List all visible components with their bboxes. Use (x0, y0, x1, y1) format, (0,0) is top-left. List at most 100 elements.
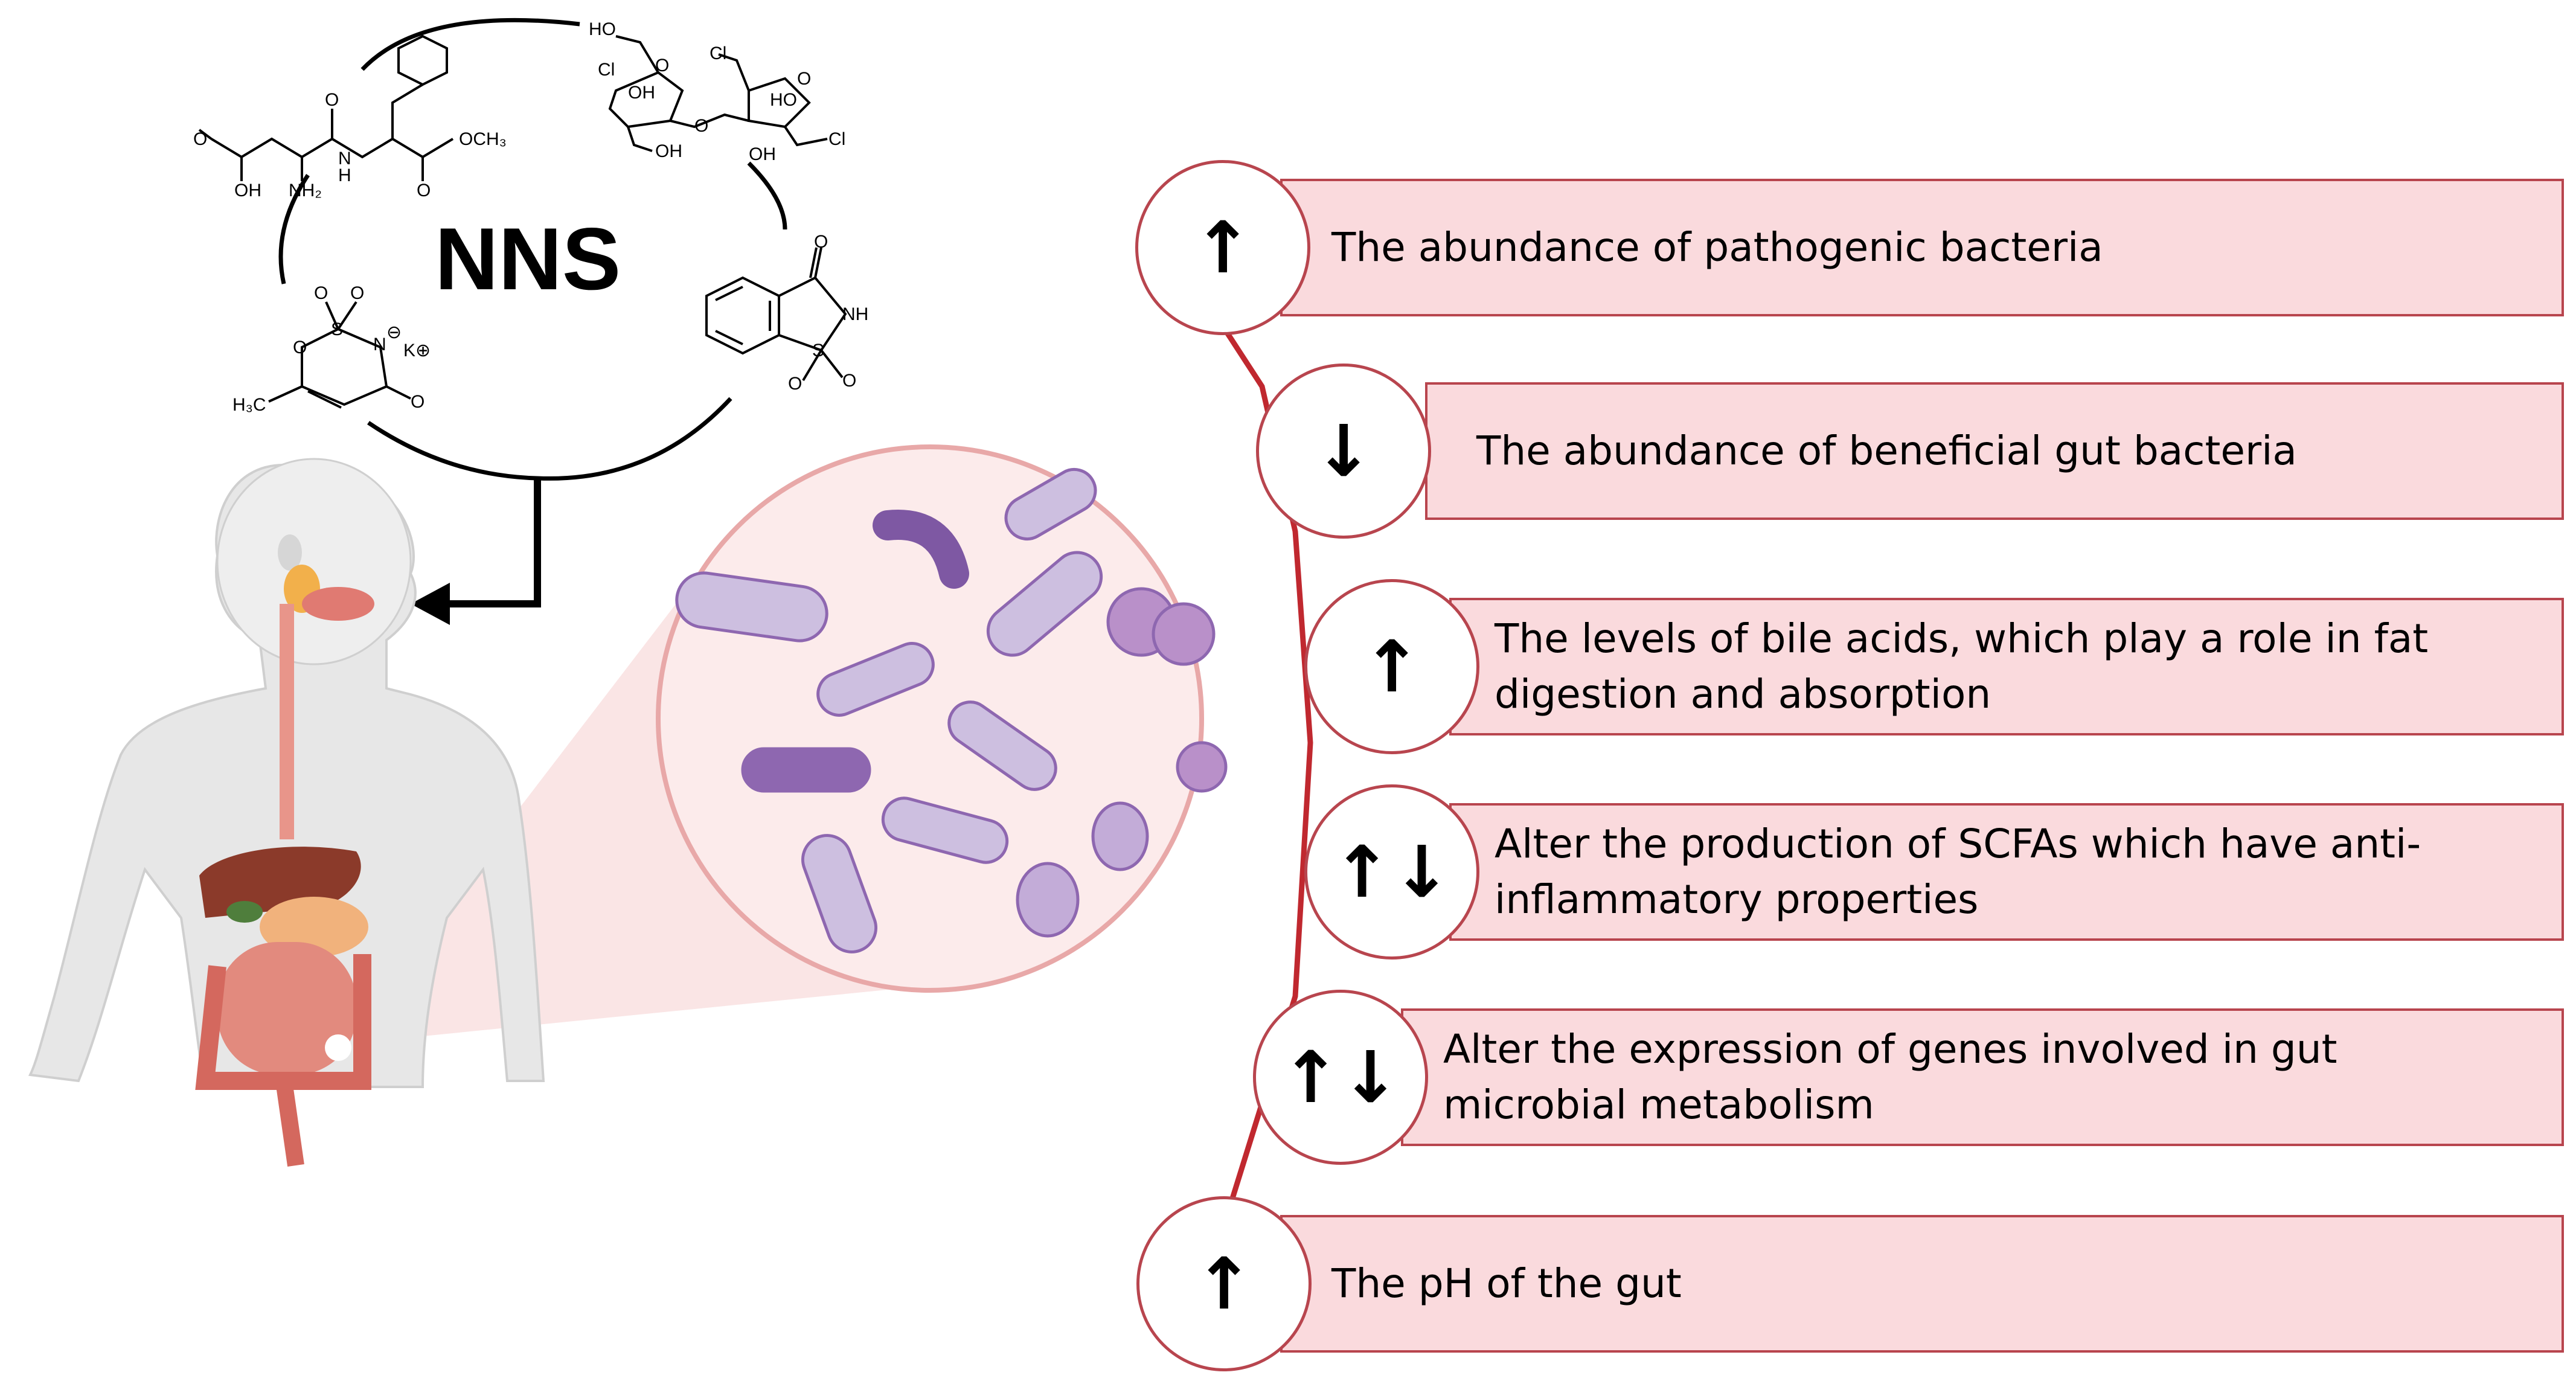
effect-box (1280, 1215, 2564, 1353)
svg-text:O: O (655, 56, 669, 75)
microbiome-zoom-circle (656, 444, 1228, 993)
svg-text:S: S (812, 341, 824, 360)
rod-bacterium (675, 571, 828, 642)
sucralose-structure (608, 35, 828, 152)
rod-bacterium (986, 551, 1103, 657)
svg-text:OH: OH (628, 83, 655, 103)
up-arrow-icon: ↑ (1193, 206, 1253, 289)
zoom-focus-dot (325, 1034, 351, 1061)
effect-box (1449, 598, 2564, 735)
up-arrow-icon: ↑ (1194, 1242, 1254, 1325)
svg-text:Cl: Cl (598, 60, 615, 80)
rod-bacterium-dark (741, 747, 871, 793)
effect-text-line: The abundance of pathogenic bacteria (1331, 224, 2103, 271)
svg-text:N: N (373, 335, 386, 354)
svg-text:O: O (193, 129, 207, 149)
svg-text:NH₂: NH₂ (289, 181, 322, 200)
effect-text-line: The pH of the gut (1331, 1260, 1682, 1307)
svg-text:NH: NH (842, 304, 868, 324)
gallbladder (226, 901, 263, 923)
flagellated-bacterium (1091, 801, 1149, 871)
effect-text-line: microbial metabolism (1443, 1081, 1874, 1128)
rod-bacterium (801, 834, 878, 953)
svg-text:K⊕: K⊕ (403, 341, 431, 360)
up-arrow-icon: ↑ (1362, 625, 1422, 708)
up-down-arrow-icon: ↑↓ (1332, 830, 1452, 914)
rectum (275, 1080, 304, 1167)
effect-direction-circle: ↑↓ (1304, 784, 1479, 960)
effect-box (1280, 179, 2564, 316)
svg-text:HO: HO (589, 19, 616, 39)
effect-text: The levels of bile acids, which play a r… (1495, 611, 2428, 722)
rod-bacterium (881, 796, 1009, 864)
saccharin-structure (705, 247, 847, 382)
effect-text-line: The abundance of beneficial gut bacteria (1476, 428, 2297, 474)
coccus-bacterium (1176, 741, 1228, 793)
effect-text: The abundance of pathogenic bacteria (1331, 220, 2103, 275)
effect-text-line: Alter the expression of genes involved i… (1443, 1026, 2337, 1072)
rod-bacterium (816, 642, 935, 717)
small-intestine (217, 942, 356, 1075)
svg-text:OH: OH (234, 181, 261, 200)
nns-cycle-diagram: O OH NH₂ N H O OCH₃ O HO Cl O OH OH O Cl (193, 18, 868, 481)
svg-text:O: O (417, 181, 431, 200)
svg-text:Cl: Cl (828, 129, 845, 149)
effect-text-line: inflammatory properties (1495, 876, 1979, 923)
coccus-bacterium (1152, 602, 1216, 666)
effect-text: Alter the production of SCFAs which have… (1495, 816, 2421, 928)
effect-text-line: The levels of bile acids, which play a r… (1495, 615, 2429, 662)
acesulfame-structure (268, 301, 411, 409)
effect-direction-circle: ↑ (1304, 579, 1479, 754)
acesulfame-labels: O O O S N ⊖ K⊕ H₃C O (232, 283, 431, 415)
svg-text:O: O (411, 392, 425, 412)
flagellated-bacterium (1016, 862, 1080, 938)
nns-label: NNS (435, 210, 621, 308)
effect-text: The pH of the gut (1331, 1256, 1682, 1312)
effect-text: The abundance of beneficial gut bacteria (1476, 423, 2297, 479)
pointer-arrow (411, 477, 541, 625)
body-and-microbiome-illustration (28, 444, 1228, 1167)
effect-box (1401, 1008, 2564, 1146)
effect-direction-circle: ↑ (1136, 1196, 1312, 1371)
aspartame-structure (198, 34, 454, 181)
microbes (675, 468, 1228, 953)
svg-text:O: O (788, 374, 802, 394)
effect-box (1449, 803, 2564, 941)
svg-text:N: N (338, 149, 351, 168)
effect-text: Alter the expression of genes involved i… (1443, 1022, 2337, 1133)
svg-text:O: O (350, 283, 364, 303)
svg-text:H: H (338, 165, 351, 185)
svg-text:OCH₃: OCH₃ (459, 129, 507, 149)
svg-text:O: O (325, 90, 339, 110)
saccharin-labels: O NH S O O (788, 232, 868, 394)
svg-text:S: S (331, 319, 343, 339)
sucralose-labels: HO Cl O OH OH O Cl O HO OH Cl (589, 19, 845, 164)
aspartame-labels: O OH NH₂ N H O OCH₃ O (193, 90, 507, 200)
down-arrow-icon: ↓ (1313, 409, 1374, 493)
svg-text:H₃C: H₃C (232, 395, 266, 415)
mouth-cavity (302, 587, 374, 621)
svg-text:O: O (694, 116, 708, 136)
svg-text:OH: OH (655, 141, 682, 161)
svg-text:O: O (842, 371, 856, 391)
svg-text:HO: HO (770, 90, 797, 110)
effect-direction-circle: ↓ (1256, 364, 1431, 539)
svg-text:Cl: Cl (710, 43, 726, 63)
svg-text:O: O (314, 283, 328, 303)
rod-bacterium (947, 700, 1057, 791)
effect-direction-circle: ↑ (1135, 160, 1310, 335)
svg-text:O: O (814, 232, 828, 252)
svg-text:⊖: ⊖ (386, 322, 402, 342)
up-down-arrow-icon: ↑↓ (1281, 1036, 1400, 1119)
digestive-organs (195, 565, 374, 1167)
curved-bacterium (873, 510, 969, 589)
svg-text:OH: OH (749, 144, 776, 164)
rod-bacterium (1004, 468, 1097, 540)
effect-direction-circle: ↑↓ (1253, 990, 1428, 1165)
effect-text-line: digestion and absorption (1495, 671, 1991, 717)
effect-text-line: Alter the production of SCFAs which have… (1495, 821, 2421, 867)
svg-text:O: O (293, 338, 307, 357)
effect-box (1425, 382, 2564, 520)
svg-text:O: O (797, 69, 811, 89)
